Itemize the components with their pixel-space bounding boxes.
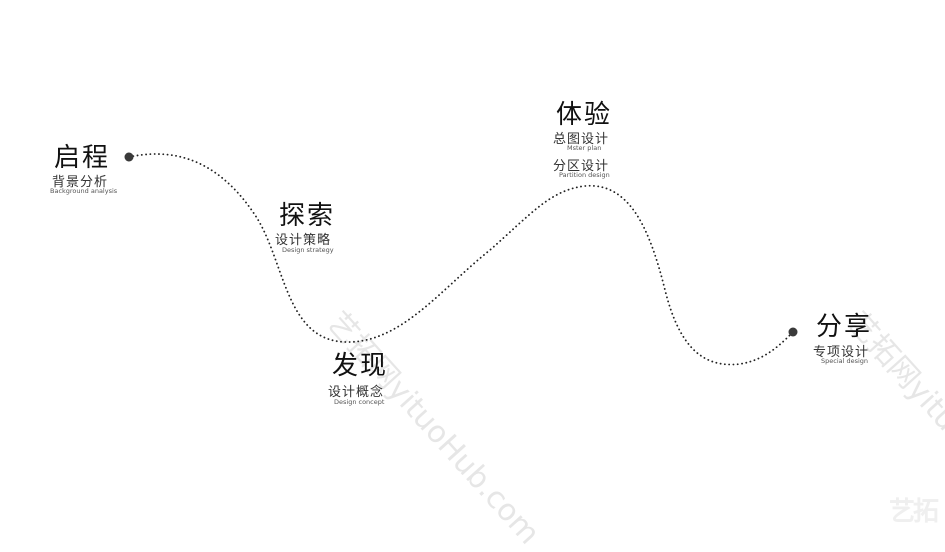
- stage-title-fenxiang: 分享: [816, 312, 873, 342]
- stage-english-fenxiang: Special design: [821, 357, 869, 365]
- stage-title-faxian: 发现: [332, 351, 389, 381]
- corner-logo: 艺拓: [888, 497, 939, 527]
- journey-diagram: 艺拓网yituoHub.com 艺拓网yitu 艺拓 启程 背景分析 Backg…: [50, 100, 945, 551]
- stage-subtitle-fenxiang: 专项设计: [813, 345, 870, 360]
- stage-english-tiyan-2: Partition design: [559, 171, 610, 179]
- stage-subtitle-tiyan-1: 总图设计: [553, 132, 610, 147]
- stage-subtitle-tansuo: 设计策略: [275, 233, 332, 248]
- stage-subtitle-tiyan-2: 分区设计: [553, 159, 610, 174]
- stage-english-faxian: Design concept: [334, 398, 385, 406]
- stage-subtitle-qicheng: 背景分析: [52, 175, 109, 190]
- journey-path: [128, 153, 794, 366]
- stage-english-tansuo: Design strategy: [282, 246, 334, 254]
- stage-title-tansuo: 探索: [279, 201, 336, 231]
- stage-title-qicheng: 启程: [54, 143, 111, 173]
- end-dot: [788, 327, 798, 337]
- journey-path-svg: [124, 152, 798, 366]
- stage-english-tiyan-1: Mster plan: [567, 144, 602, 152]
- start-dot: [124, 152, 134, 162]
- stage-title-tiyan: 体验: [556, 100, 613, 130]
- stage-english-qicheng: Background analysis: [50, 187, 118, 195]
- stage-subtitle-faxian: 设计概念: [328, 385, 385, 400]
